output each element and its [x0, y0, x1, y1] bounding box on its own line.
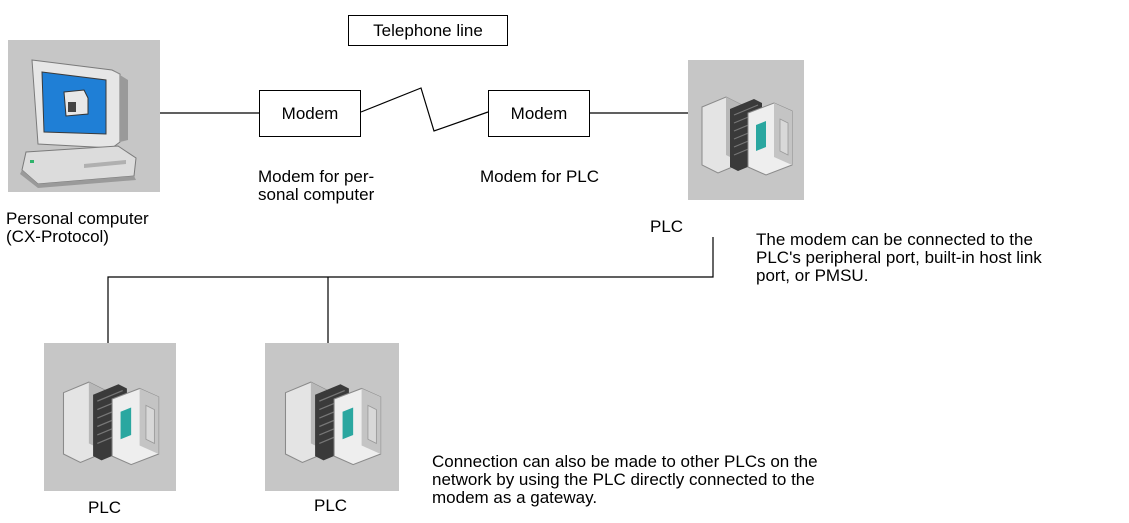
personal-computer-icon	[20, 59, 137, 188]
telephone-line-text: Telephone line	[373, 20, 483, 40]
modem-plc-label: Modem	[510, 103, 568, 123]
gateway-note: Connection can also be made to other PLC…	[432, 452, 818, 507]
modem-connection-note: The modem can be connected to the PLC's …	[756, 230, 1042, 285]
modem-plc-caption: Modem for PLC	[480, 167, 600, 186]
modem-plc-box: Modem	[488, 90, 590, 137]
telephone-line-label: Telephone line	[348, 15, 508, 46]
modem-pc-box: Modem	[259, 90, 361, 137]
plc-main-label: PLC	[650, 217, 684, 236]
telephone-line	[360, 87, 489, 132]
personal-computer-label: Personal computer (CX-Protocol)	[6, 209, 149, 246]
modem-pc-label: Modem	[281, 103, 339, 123]
plc-network-2-label: PLC	[314, 496, 348, 515]
plc-network-1-label: PLC	[88, 498, 122, 517]
plc-icon	[284, 381, 382, 466]
plc-icon	[62, 381, 160, 466]
plc-network-2	[265, 343, 399, 491]
plc-main	[688, 60, 804, 200]
plc-network-1	[44, 343, 176, 491]
plc-icon	[701, 96, 793, 176]
personal-computer	[8, 40, 160, 192]
plc-network-bus	[107, 237, 714, 343]
modem-pc-caption: Modem for per- sonal computer	[258, 167, 375, 204]
